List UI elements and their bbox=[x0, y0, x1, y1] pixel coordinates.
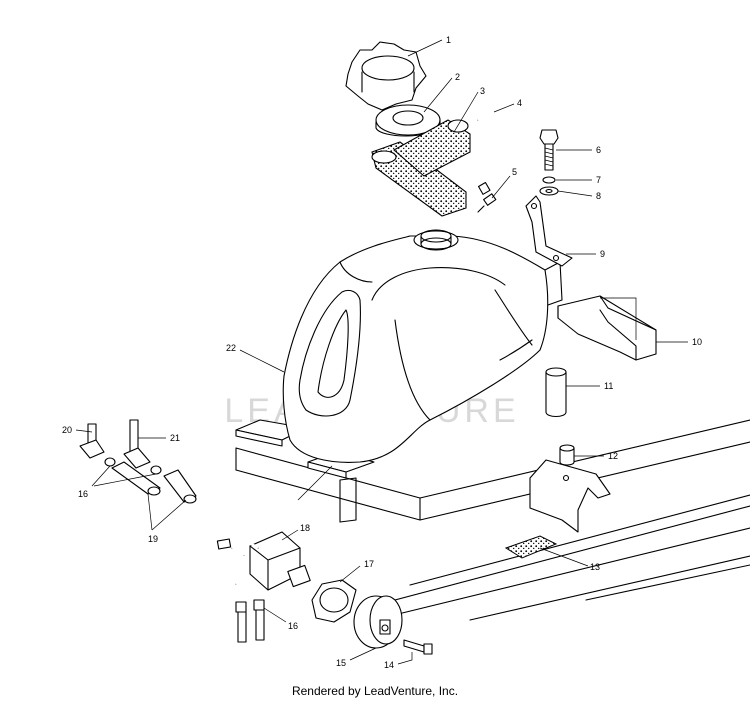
valve-knob bbox=[353, 595, 403, 649]
frame-mount-bracket bbox=[529, 459, 611, 533]
mounting-bracket bbox=[525, 195, 573, 267]
callout-14: 14 bbox=[384, 660, 394, 670]
callout-19: 19 bbox=[148, 534, 158, 544]
lock-nut bbox=[311, 579, 357, 623]
rubber-cushion bbox=[557, 295, 657, 361]
callout-18: 18 bbox=[300, 523, 310, 533]
callout-10: 10 bbox=[692, 337, 702, 347]
fuel-valve bbox=[216, 531, 311, 591]
callout-1: 1 bbox=[446, 35, 451, 45]
grommet bbox=[559, 444, 575, 466]
callout-17: 17 bbox=[364, 559, 374, 569]
render-credit: Rendered by LeadVenture, Inc. bbox=[291, 684, 459, 698]
callout-5: 5 bbox=[512, 167, 517, 177]
frame-rails bbox=[235, 419, 750, 621]
callout-12: 12 bbox=[608, 451, 618, 461]
callout-2: 2 bbox=[455, 72, 460, 82]
callout-4: 4 bbox=[517, 98, 522, 108]
spacer-sleeve bbox=[545, 367, 567, 418]
callout-8: 8 bbox=[596, 191, 601, 201]
callout-9: 9 bbox=[600, 249, 605, 259]
callout-11: 11 bbox=[604, 381, 613, 391]
callout-13: 13 bbox=[590, 562, 600, 572]
callout-20: 20 bbox=[62, 425, 72, 435]
bolt-and-washers bbox=[539, 129, 559, 196]
callout-labels: 1 2 3 4 5 6 7 8 9 10 11 12 13 14 15 16 1… bbox=[62, 35, 702, 670]
callout-22: 22 bbox=[226, 343, 236, 353]
screw bbox=[403, 639, 433, 655]
vent-hose bbox=[476, 111, 500, 195]
hose-clamps-lower bbox=[235, 599, 265, 643]
warning-decal bbox=[504, 535, 558, 559]
cap-gasket bbox=[375, 104, 441, 137]
callout-15: 15 bbox=[336, 658, 346, 668]
callout-6: 6 bbox=[596, 145, 601, 155]
leader-lines bbox=[75, 39, 688, 665]
callout-16-upper: 16 bbox=[78, 489, 88, 499]
callout-16-lower: 16 bbox=[288, 621, 298, 631]
callout-7: 7 bbox=[596, 175, 601, 185]
fuel-cap bbox=[345, 41, 427, 111]
callout-3: 3 bbox=[480, 86, 485, 96]
fuel-tank bbox=[282, 229, 563, 463]
callout-21: 21 bbox=[170, 433, 180, 443]
